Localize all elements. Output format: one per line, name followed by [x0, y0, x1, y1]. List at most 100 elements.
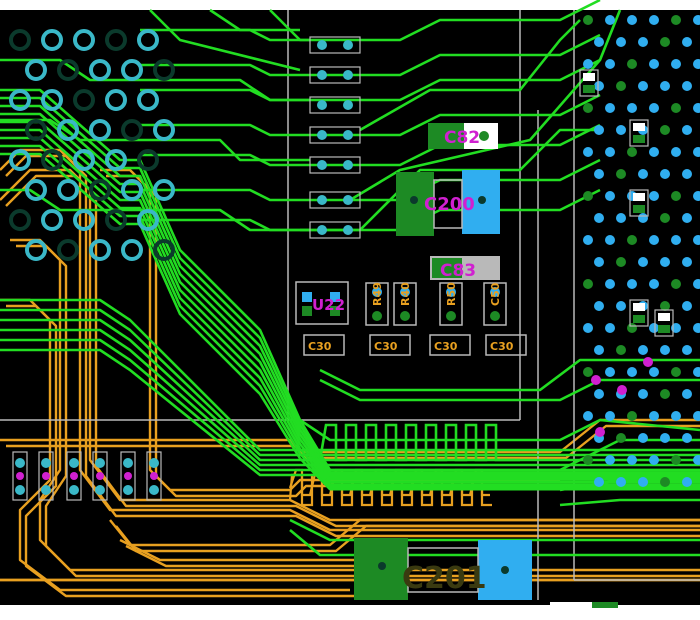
bga-pad	[616, 125, 626, 135]
bga-pad	[638, 213, 648, 223]
bga-pad	[583, 147, 593, 157]
bga-component-pad	[583, 85, 595, 93]
top-trace	[0, 348, 700, 477]
bga-pad	[605, 411, 615, 421]
pad	[343, 130, 353, 140]
top-trace	[289, 518, 700, 542]
component-r50[interactable]: R50	[439, 282, 463, 326]
via	[57, 239, 79, 261]
bga-pad	[693, 323, 700, 333]
bga-pad	[671, 367, 681, 377]
bga-component-pad	[633, 303, 645, 311]
refdes-c201: C201	[402, 561, 487, 596]
bga-pad	[682, 477, 692, 487]
bga-pad	[583, 455, 593, 465]
pad-outline	[38, 451, 54, 501]
bga-pad	[649, 59, 659, 69]
component-c82[interactable]: C82	[428, 123, 498, 149]
pad	[343, 40, 353, 50]
pad	[317, 225, 327, 235]
bga-pad	[638, 477, 648, 487]
via	[73, 149, 95, 171]
component-c83[interactable]: C83	[430, 256, 500, 281]
bga-component-pad	[658, 325, 670, 333]
bga-pad	[594, 345, 604, 355]
bga-test-point	[643, 357, 653, 367]
via	[89, 239, 111, 261]
pad	[317, 70, 327, 80]
bga-pad	[649, 235, 659, 245]
bga-pad	[671, 279, 681, 289]
pad-outline	[309, 96, 361, 114]
bga-pad-array[interactable]	[579, 15, 700, 487]
bga-pad	[594, 301, 604, 311]
bga-pad	[693, 235, 700, 245]
via	[9, 209, 31, 231]
via	[57, 119, 79, 141]
bga-pad	[638, 169, 648, 179]
bga-pad	[583, 235, 593, 245]
component-r49[interactable]: R49	[365, 282, 389, 326]
via	[73, 209, 95, 231]
via	[153, 119, 175, 141]
bga-component	[629, 299, 649, 327]
bga-pad	[594, 389, 604, 399]
component-c50[interactable]: C50	[483, 282, 507, 326]
pad-outline	[66, 451, 82, 501]
bga-pad	[627, 235, 637, 245]
refdes-r49: R49	[371, 282, 384, 306]
bga-component	[579, 69, 599, 97]
refdes-u22: U22	[312, 296, 345, 314]
via	[105, 29, 127, 51]
pad	[317, 100, 327, 110]
component-u22[interactable]: U22	[295, 281, 349, 325]
bga-pad	[660, 433, 670, 443]
pad	[69, 485, 79, 495]
pad	[69, 458, 79, 468]
component-r40[interactable]: R40	[393, 282, 417, 326]
bga-pad	[671, 59, 681, 69]
via	[41, 29, 63, 51]
bga-test-point	[591, 375, 601, 385]
bga-pad	[649, 15, 659, 25]
component-c200[interactable]: C200	[396, 170, 500, 236]
bottom-trace	[115, 524, 700, 553]
via	[89, 59, 111, 81]
bga-pad	[627, 15, 637, 25]
bga-pad	[583, 367, 593, 377]
bga-pad	[682, 169, 692, 179]
pad	[15, 458, 25, 468]
component-c30-row[interactable]: C30 C30 C30 C30	[303, 334, 527, 356]
top-trace	[0, 112, 700, 479]
bga-pad	[682, 345, 692, 355]
bga-pad	[616, 213, 626, 223]
top-trace	[299, 418, 700, 442]
bga-pad	[660, 81, 670, 91]
via	[41, 149, 63, 171]
pad	[123, 485, 133, 495]
bga-pad	[660, 301, 670, 311]
pad-outline	[309, 191, 361, 209]
via	[137, 209, 159, 231]
pad-outline	[92, 451, 108, 501]
via	[121, 239, 143, 261]
pad-outline	[309, 156, 361, 174]
bga-pad	[638, 257, 648, 267]
top-trace	[0, 118, 310, 162]
bga-pad	[605, 279, 615, 289]
pad	[95, 458, 105, 468]
bga-pad	[660, 477, 670, 487]
pad	[343, 160, 353, 170]
bga-pad	[605, 367, 615, 377]
bga-pad	[594, 169, 604, 179]
via	[105, 89, 127, 111]
bga-pad	[660, 213, 670, 223]
bga-pad	[682, 213, 692, 223]
top-trace	[0, 128, 700, 484]
component-c201[interactable]: C201	[354, 538, 532, 600]
bga-pad	[693, 455, 700, 465]
bga-pad	[605, 103, 615, 113]
via	[89, 179, 111, 201]
bga-pad	[583, 323, 593, 333]
